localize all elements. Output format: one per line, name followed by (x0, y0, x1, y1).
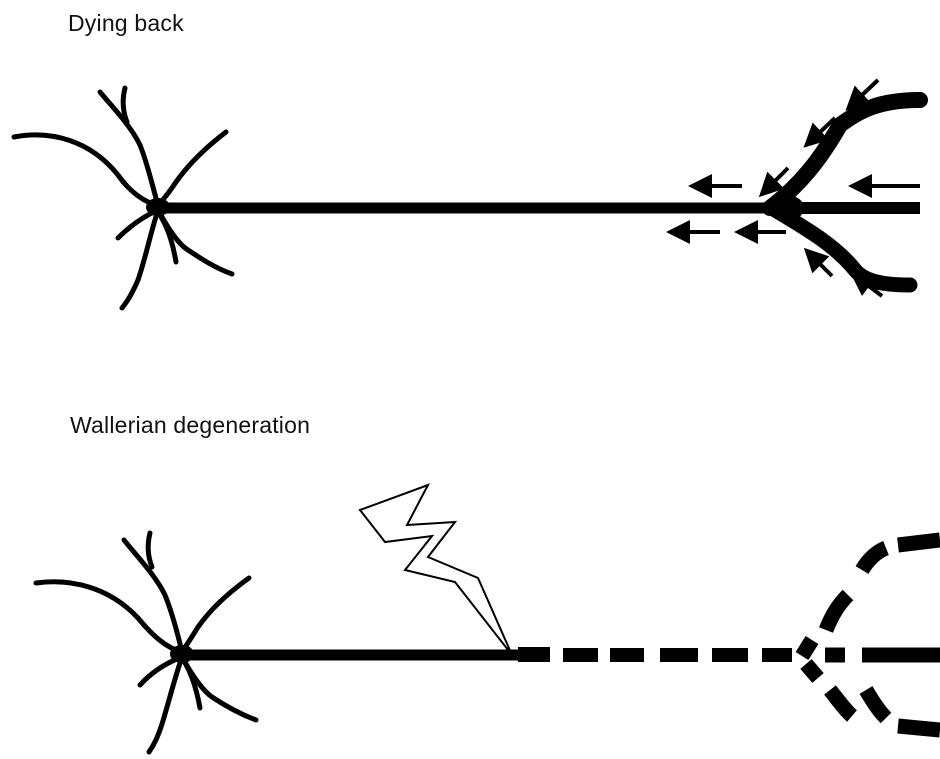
arrow-icon (860, 80, 878, 97)
panel-title-dying-back: Dying back (68, 10, 184, 37)
terminal-fragment (802, 640, 812, 656)
axon-fragment (518, 647, 550, 662)
terminal-fragment (898, 540, 940, 545)
axon-fragment (712, 648, 748, 662)
terminal-fragment (866, 690, 886, 718)
axon-fragment (762, 648, 792, 662)
terminal-fragment (898, 726, 940, 730)
soma-dendrites-top (14, 88, 232, 308)
axon-fragment (610, 648, 644, 662)
wallerian-neuron (36, 485, 940, 752)
lightning-bolt-icon (360, 485, 512, 655)
dying-back-neuron (14, 80, 920, 308)
axon-fragment (660, 648, 698, 662)
terminal-fragment (826, 595, 848, 630)
panel-title-wallerian-degeneration: Wallerian degeneration (70, 412, 310, 439)
terminal-branch-upper (770, 100, 920, 208)
axon-fragment (563, 648, 598, 662)
terminal-fragment (830, 690, 852, 716)
terminal-branch-lower (775, 210, 910, 285)
terminal-node (776, 196, 804, 220)
soma-dendrites-bottom (36, 533, 256, 752)
terminal-fragment (806, 664, 818, 678)
terminal-fragment (862, 548, 886, 570)
terminal-fragments (802, 540, 940, 730)
axon-distal-fragments (518, 647, 792, 662)
arrow-icon (773, 168, 788, 183)
arrow-icon (818, 262, 832, 276)
